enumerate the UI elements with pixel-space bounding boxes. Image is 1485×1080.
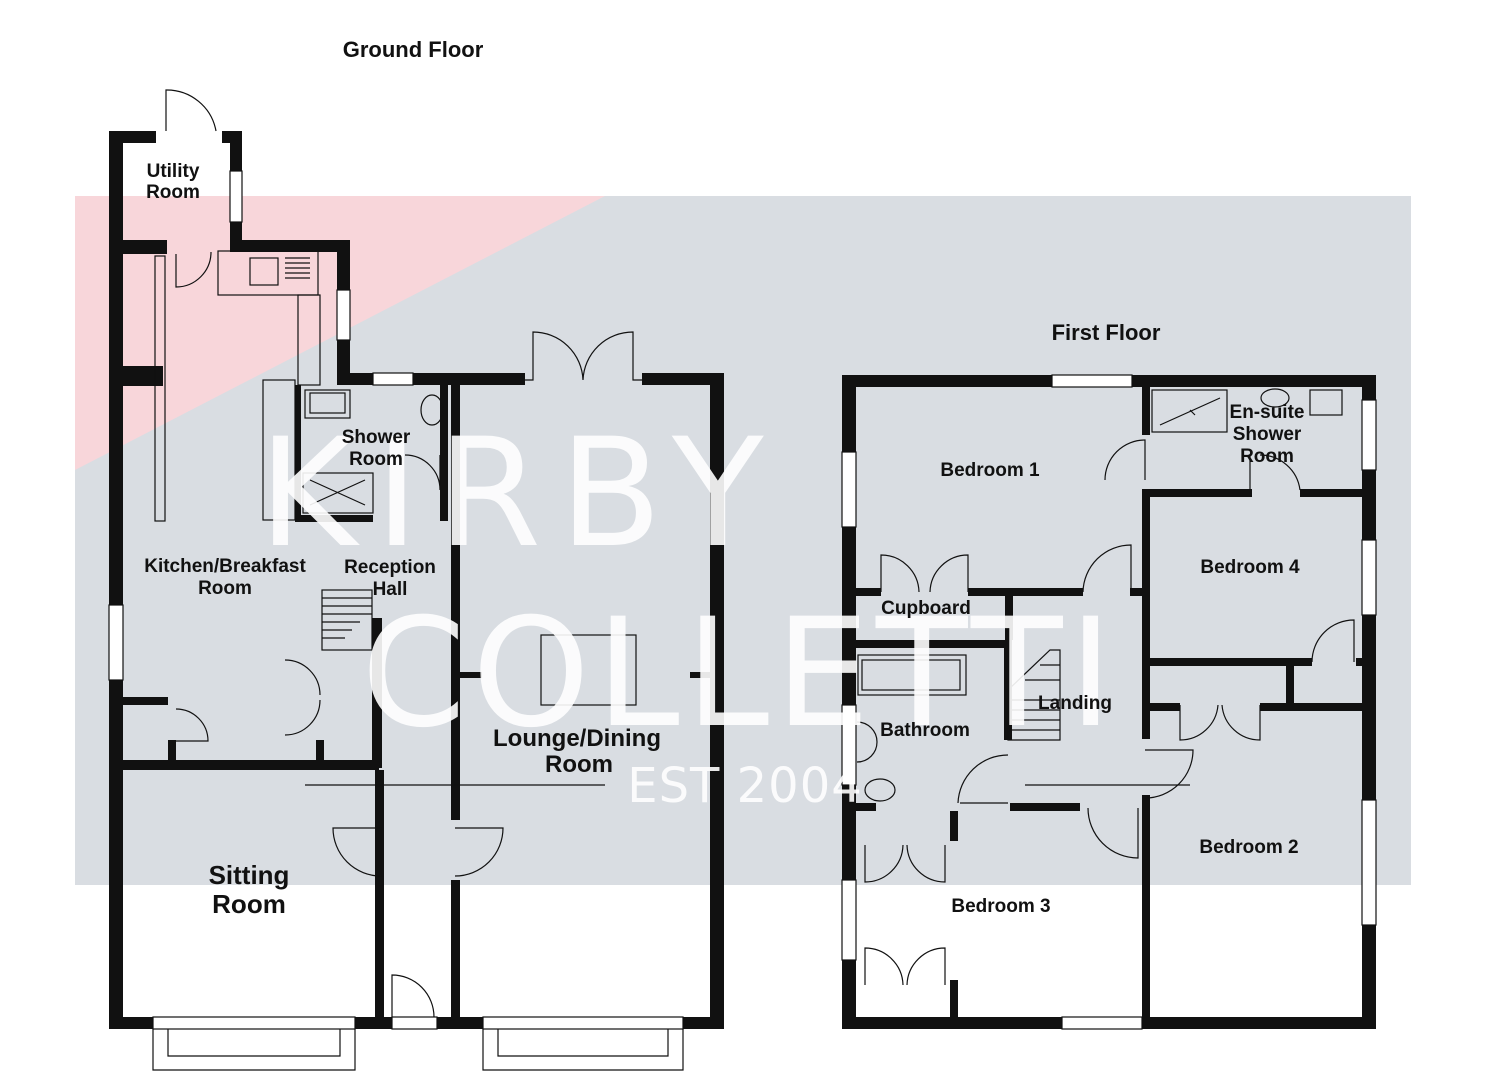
utility-room-label-1: Utility [147,161,200,182]
bedroom4-label: Bedroom 4 [1200,557,1300,578]
reception-hall-label-2: Hall [373,579,408,600]
watermark-kirby: KIRBY [258,407,781,581]
ground-floor-title: Ground Floor [343,37,484,62]
landing-label: Landing [1038,693,1112,714]
watermark: KIRBY COLLETTI EST 2004 [258,407,1119,814]
bathroom-label: Bathroom [880,720,970,741]
sitting-room-label-1: Sitting [209,860,290,890]
ensuite-label-2: Shower [1233,424,1302,445]
sitting-room-label-2: Room [212,889,286,919]
bedroom3-label: Bedroom 3 [951,896,1050,917]
lounge-label-2: Room [545,751,613,778]
bedroom1-label: Bedroom 1 [940,460,1040,481]
kitchen-label-2: Room [198,578,252,599]
kitchen-label-1: Kitchen/Breakfast [144,556,306,577]
watermark-colletti: COLLETTI [361,587,1119,761]
ground-floor-plan [108,89,724,1071]
shower-room-label-2: Room [349,449,403,470]
ensuite-label-3: Room [1240,446,1294,467]
first-floor-title: First Floor [1052,320,1161,345]
reception-hall-label-1: Reception [344,557,436,578]
utility-room-label-2: Room [146,182,200,203]
watermark-est: EST 2004 [627,758,863,814]
cupboard-label: Cupboard [881,598,971,619]
lounge-label-1: Lounge/Dining [493,725,661,752]
first-floor-plan [841,374,1377,1030]
ensuite-label-1: En-suite [1230,402,1305,423]
shower-room-label-1: Shower [342,427,411,448]
bedroom2-label: Bedroom 2 [1199,837,1298,858]
